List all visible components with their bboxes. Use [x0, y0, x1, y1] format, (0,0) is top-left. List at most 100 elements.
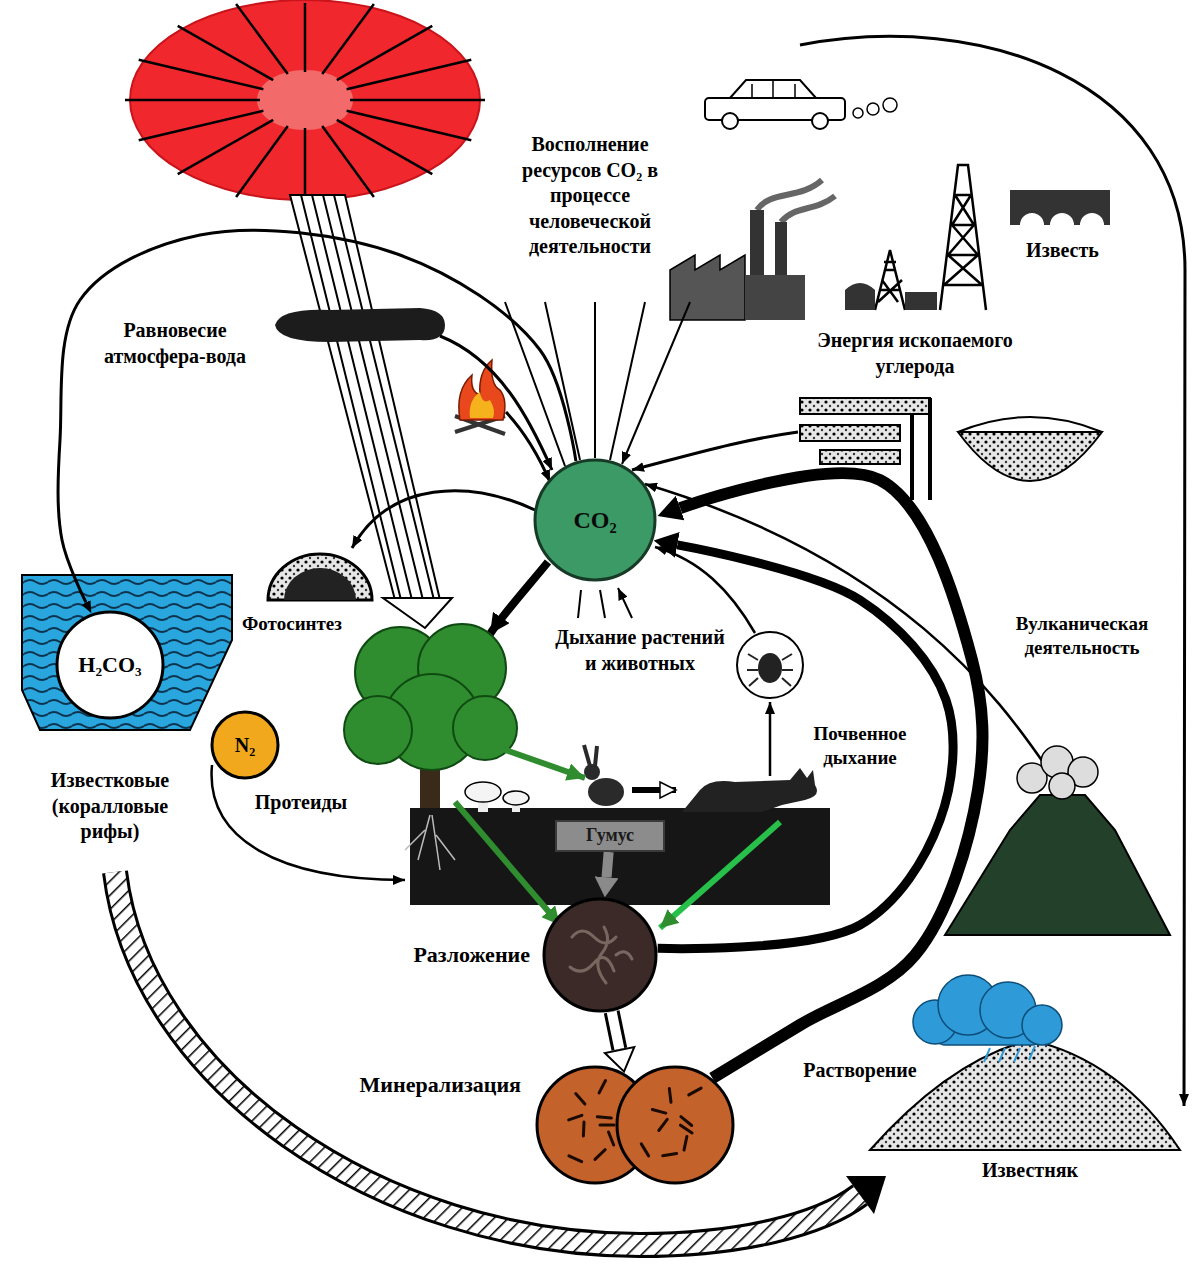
photosynthesis-arrow [352, 491, 535, 548]
coal-seam [800, 425, 900, 441]
soil-respiration-arrow [769, 702, 772, 776]
decomposition-circle: Разложение [542, 897, 658, 1013]
coal-seam [820, 450, 900, 464]
lime-icon-arches [1020, 213, 1104, 225]
protein-arrow [212, 765, 405, 880]
humus-box: Гумус [555, 820, 665, 852]
soil-organism-legs [747, 654, 793, 686]
sun-beam-stripes [301, 195, 434, 600]
fire-core [470, 392, 494, 418]
volcano-smoke [1049, 773, 1075, 799]
photosynthesis-dome [268, 554, 372, 600]
mineralization-circles-outline [535, 1065, 735, 1185]
node-label: CO₂ [573, 506, 616, 535]
photosynthesis-label: Фотосинтез [232, 612, 352, 636]
coal-seam [800, 398, 930, 414]
coal-arrow [632, 432, 798, 470]
smoke-cloud [275, 308, 445, 342]
mushroom-cap [465, 782, 501, 802]
lime-label: Известь [1005, 238, 1120, 264]
green-arrow [660, 822, 780, 928]
respiration-label: Дыхание растений и животных [555, 625, 725, 676]
mineralization-circles: Минерализация [535, 1065, 735, 1185]
circle-shape [212, 712, 278, 778]
box-shape [556, 821, 664, 851]
fox-silhouette [682, 768, 817, 812]
circle-shape [544, 899, 656, 1011]
mine-tower [875, 250, 905, 310]
dissolution-label: Растворение [770, 1058, 950, 1084]
green-arrow [500, 748, 585, 778]
factory-hall [745, 275, 805, 320]
tree-roots [405, 815, 455, 870]
proteins-label: Протеиды [236, 790, 366, 816]
sun-rays [125, 3, 485, 205]
fire-flame [459, 360, 505, 420]
circle-shape [57, 612, 163, 718]
car-roof [730, 80, 816, 98]
equilibrium-arrow [58, 230, 576, 602]
co2-uptake-arrow [490, 562, 548, 634]
connector-outlines [612, 1012, 620, 1049]
exhaust-puff [867, 103, 879, 115]
rabbit-head [584, 764, 600, 780]
car-wheel [722, 113, 738, 129]
rabbit-ears [584, 745, 597, 766]
coal-deposit [958, 432, 1102, 481]
equilibrium-label: Равновесие атмосфера-вода [100, 318, 250, 369]
node-label: Разложение [413, 942, 530, 968]
soil-organism-circle [737, 632, 803, 698]
mine-shaft [912, 398, 930, 500]
water-body [22, 575, 232, 730]
photosynthesis-dome-core [284, 568, 356, 600]
human-input-label: Восполнение ресурсов CO₂ в процессе чело… [495, 132, 685, 260]
mushroom-cap [503, 791, 529, 805]
mineralization-arrow [612, 1012, 620, 1049]
lime-loop-line [800, 36, 1185, 1106]
fossil-energy-label: Энергия ископаемого углерода [790, 328, 1040, 379]
exhaust-puff [853, 108, 863, 118]
microbe-circle [617, 1067, 733, 1183]
soil-organism [758, 653, 782, 683]
emission-arrows [505, 302, 690, 466]
co2-pool-circle: CO₂ [533, 458, 657, 582]
mine-building [845, 283, 875, 310]
nitrogen-circle: N₂ [210, 710, 280, 780]
green-arrow [455, 802, 560, 925]
node-label: Гумус [586, 825, 634, 847]
mine-building [905, 292, 937, 310]
sun-beam-head [383, 598, 452, 628]
fire-arrow [506, 412, 550, 482]
coal-deposit-rim [958, 417, 1102, 432]
respiration-arrows [578, 588, 632, 618]
decomposer-worms [570, 927, 632, 983]
sediment-arc-head [846, 1176, 886, 1214]
connector-outline [612, 1012, 620, 1049]
decomposition-co2-arrow [658, 545, 953, 949]
carbonic-acid-circle: H₂CO₃ [55, 610, 165, 720]
oil-derrick [940, 165, 986, 310]
tree-crown [344, 696, 412, 764]
exhaust-puff [883, 98, 897, 112]
sun-beam [290, 195, 440, 600]
food-chain-arrow [632, 787, 676, 793]
coral-reef-label: Известковые (коралловые рифы) [35, 768, 185, 845]
bacteria-rods [569, 1081, 701, 1162]
decomposition-circle-outline [542, 897, 658, 1013]
soil-respiration-label: Почвенное дыхание [790, 722, 930, 771]
factory-smoke [757, 180, 835, 222]
limestone-pile [870, 1040, 1180, 1150]
node-label: Минерализация [360, 1072, 521, 1098]
mineralization-co2-arrow [680, 473, 982, 1078]
lime-icon [1010, 190, 1110, 225]
rain [984, 1046, 1035, 1062]
volcanism-label: Вулканическая деятельность [992, 612, 1172, 661]
car-wheel [812, 113, 828, 129]
car-windows [752, 81, 795, 98]
circle-shape [535, 460, 655, 580]
rabbit-body [588, 778, 624, 806]
humus-arrow [607, 852, 609, 877]
factory-building [670, 255, 745, 320]
